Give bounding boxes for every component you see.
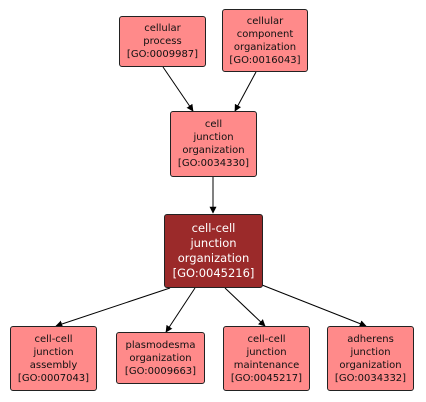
node-plasmodesma-organization-line-1: plasmodesma xyxy=(125,339,196,351)
edge-focus-to-cell-cell-junction-maintenance xyxy=(224,287,266,327)
node-plasmodesma-organization-line-3: [GO:0009663] xyxy=(124,365,197,377)
edge-focus-to-plasmodesma-organization xyxy=(165,287,196,333)
node-adherens-junction-organization[interactable]: adherens junction organization [GO:00343… xyxy=(327,326,414,391)
node-cellular-process[interactable]: cellular process [GO:0009987] xyxy=(119,16,206,67)
node-cellular-component-organization-line-3: organization xyxy=(233,41,297,53)
node-plasmodesma-organization[interactable]: plasmodesma organization [GO:0009663] xyxy=(116,332,205,384)
node-cell-cell-junction-assembly-line-1: cell-cell xyxy=(34,333,73,345)
node-cell-junction-organization-line-4: [GO:0034330] xyxy=(177,158,250,169)
node-cellular-component-organization[interactable]: cellular component organization [GO:0016… xyxy=(222,9,308,72)
node-cell-cell-junction-assembly-line-4: [GO:0007043] xyxy=(17,372,90,384)
node-cell-cell-junction-organization-line-2: junction xyxy=(190,236,237,250)
node-adherens-junction-organization-line-4: [GO:0034332] xyxy=(334,372,407,384)
node-cell-cell-junction-maintenance-line-1: cell-cell xyxy=(247,333,286,345)
edge-focus-to-adherens-junction-organization xyxy=(261,284,367,327)
node-cellular-component-organization-line-2: component xyxy=(236,28,294,40)
node-cell-cell-junction-maintenance-line-3: maintenance xyxy=(233,359,300,371)
node-cell-junction-organization-line-3: organization xyxy=(182,145,245,156)
node-adherens-junction-organization-line-3: organization xyxy=(339,359,402,371)
node-cellular-component-organization-line-1: cellular xyxy=(246,15,284,27)
node-cell-cell-junction-organization[interactable]: cell-cell junction organization [GO:0045… xyxy=(164,214,263,288)
node-cell-cell-junction-assembly-line-3: assembly xyxy=(29,359,78,371)
node-cell-cell-junction-organization-line-3: organization xyxy=(177,251,250,265)
edge-cellular-component-organization-to-cell-junction-organization xyxy=(234,71,257,112)
node-cell-cell-junction-assembly[interactable]: cell-cell junction assembly [GO:0007043] xyxy=(10,326,97,391)
node-cellular-process-line-3: [GO:0009987] xyxy=(126,49,199,60)
node-cell-cell-junction-maintenance-line-2: junction xyxy=(246,346,287,358)
node-cellular-process-line-2: process xyxy=(143,36,182,47)
node-adherens-junction-organization-line-2: junction xyxy=(350,346,391,358)
node-cell-junction-organization-line-1: cell xyxy=(204,119,223,130)
node-cell-cell-junction-maintenance[interactable]: cell-cell junction maintenance [GO:00452… xyxy=(223,326,310,391)
node-cellular-component-organization-line-4: [GO:0016043] xyxy=(229,54,301,66)
node-cell-cell-junction-organization-line-4: [GO:0045216] xyxy=(172,266,255,280)
node-cell-junction-organization-line-2: junction xyxy=(193,132,234,143)
node-cell-cell-junction-organization-line-1: cell-cell xyxy=(191,221,236,235)
node-cell-cell-junction-maintenance-line-4: [GO:0045217] xyxy=(230,372,303,384)
node-cell-junction-organization[interactable]: cell junction organization [GO:0034330] xyxy=(170,111,257,177)
node-cell-cell-junction-assembly-line-2: junction xyxy=(33,346,74,358)
node-cellular-process-line-1: cellular xyxy=(144,23,181,34)
edge-focus-to-cell-cell-junction-assembly xyxy=(55,287,171,328)
edge-cellular-process-to-cell-junction-organization xyxy=(162,66,194,112)
node-plasmodesma-organization-line-2: organization xyxy=(129,352,192,364)
node-adherens-junction-organization-line-1: adherens xyxy=(347,333,394,345)
